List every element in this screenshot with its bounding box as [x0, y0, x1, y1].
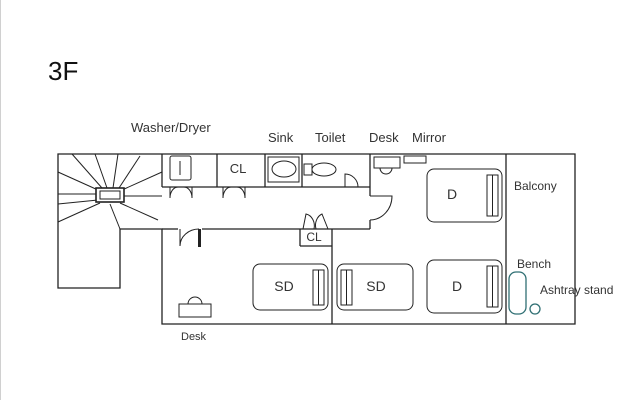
bed-sd-1: SD: [252, 263, 329, 311]
chair-icon: [187, 296, 203, 305]
bed-semi-double: [252, 263, 329, 311]
chair-icon: [379, 167, 393, 175]
bed-double: [426, 259, 503, 314]
bed-d-top: D: [426, 168, 503, 223]
sink-basin-icon: [271, 160, 297, 178]
floor-label: 3F: [48, 56, 79, 86]
desk-top-label: Desk: [369, 130, 399, 145]
bed-label: D: [452, 278, 462, 294]
bed-label: SD: [366, 278, 385, 294]
stair-tread: [71, 153, 103, 189]
door-leaf: [198, 229, 201, 247]
toilet-tank: [303, 163, 313, 176]
bench-icon: [508, 271, 527, 315]
closet-label: CL: [230, 161, 247, 176]
stair-tread: [109, 203, 121, 230]
bed-double: [426, 168, 503, 223]
bed-d-bottom: D: [426, 259, 503, 314]
door-swing-icon: [369, 195, 393, 221]
room-labels: Washer/Dryer Sink Toilet Desk Mirror Bal…: [131, 120, 613, 343]
interior-walls: [161, 154, 507, 324]
stair-tread: [121, 171, 163, 191]
stair-landing-inner: [99, 190, 121, 200]
bed-semi-double: [336, 263, 414, 311]
washer-dryer: [169, 155, 193, 199]
sink-label: Sink: [268, 130, 294, 145]
left-border-line: [0, 0, 1, 400]
stair-tread: [118, 155, 141, 189]
toilet-bowl-icon: [311, 162, 337, 177]
sink-counter: [267, 156, 300, 183]
balcony-fixtures: [508, 271, 541, 315]
desk-top-unit: [373, 156, 401, 169]
door-swing-icon: [179, 228, 200, 247]
stair-tread: [94, 153, 108, 189]
door-swing-icon: [169, 186, 179, 199]
door-swing-icon: [315, 213, 329, 230]
sink: [267, 156, 300, 183]
door-swing-icon: [302, 213, 315, 230]
toilet: [303, 162, 359, 188]
ashtray-stand-label: Ashtray stand: [540, 283, 613, 297]
door-swing-icon: [344, 173, 359, 188]
mirror-label: Mirror: [412, 130, 447, 145]
closet-label: CL: [306, 230, 322, 244]
door-swing-icon: [183, 186, 193, 199]
bed-sd-2: SD: [336, 263, 414, 311]
doors: CL: [179, 195, 393, 247]
desk-bottom-label: Desk: [181, 331, 207, 343]
ashtray-stand-icon: [529, 303, 541, 315]
desk-top-fixtures: [373, 155, 427, 175]
desk-bottom-unit: [178, 303, 212, 318]
door-swing-icon: [236, 186, 246, 199]
staircase: [57, 153, 163, 230]
closet-top: CL: [222, 161, 247, 199]
stair-tread: [57, 202, 101, 223]
bed-label: D: [447, 186, 457, 202]
balcony-label: Balcony: [514, 179, 557, 193]
bench-label: Bench: [517, 257, 551, 271]
stair-tread: [112, 153, 119, 189]
stair-tread: [57, 171, 99, 191]
mirror-unit: [403, 155, 427, 164]
door-swing-icon: [222, 186, 232, 199]
washer-dryer-label: Washer/Dryer: [131, 120, 211, 135]
stair-tread: [57, 199, 99, 205]
stair-tread: [119, 202, 159, 221]
bed-label: SD: [274, 278, 293, 294]
toilet-label: Toilet: [315, 130, 346, 145]
desk-bottom-fixture: [178, 296, 212, 318]
washer-dryer-unit: [169, 155, 192, 181]
